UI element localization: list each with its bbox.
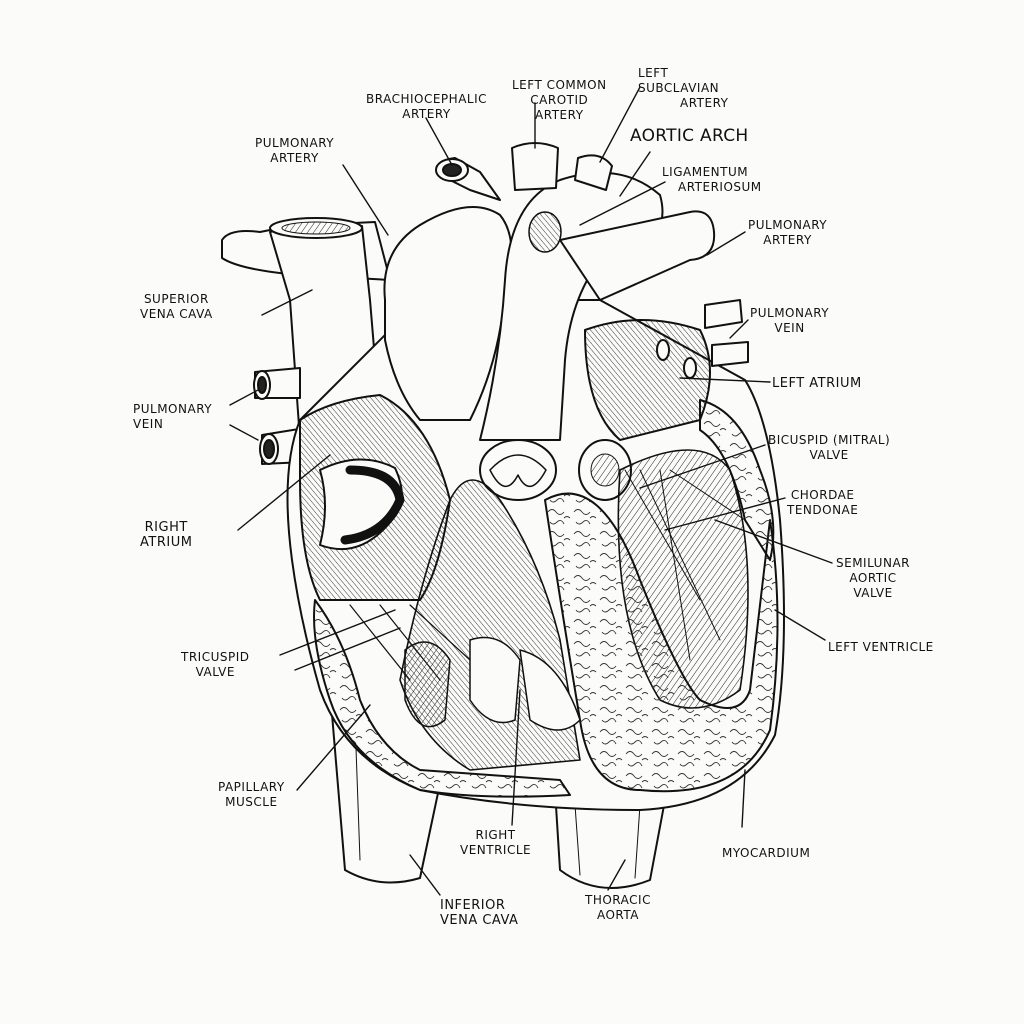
label-aortic-arch: AORTIC ARCH xyxy=(630,126,749,146)
left-common-carotid-vessel xyxy=(511,142,559,191)
label-bicuspid-valve: BICUSPID (MITRAL)VALVE xyxy=(768,433,891,462)
left-atrium-chamber xyxy=(584,319,711,441)
left-subclavian-vessel xyxy=(574,154,613,191)
papillary-muscle-shape xyxy=(404,641,451,728)
pulmonary-artery-right-branch xyxy=(559,210,716,301)
semilunar-valve-shape xyxy=(479,439,557,501)
thoracic-aorta-vessel xyxy=(554,789,666,889)
label-myocardium: MYOCARDIUM xyxy=(722,846,811,860)
leader-lines xyxy=(229,86,833,896)
label-left-atrium: LEFT ATRIUM xyxy=(772,376,862,391)
label-left-ventricle: LEFT VENTRICLE xyxy=(828,640,934,654)
